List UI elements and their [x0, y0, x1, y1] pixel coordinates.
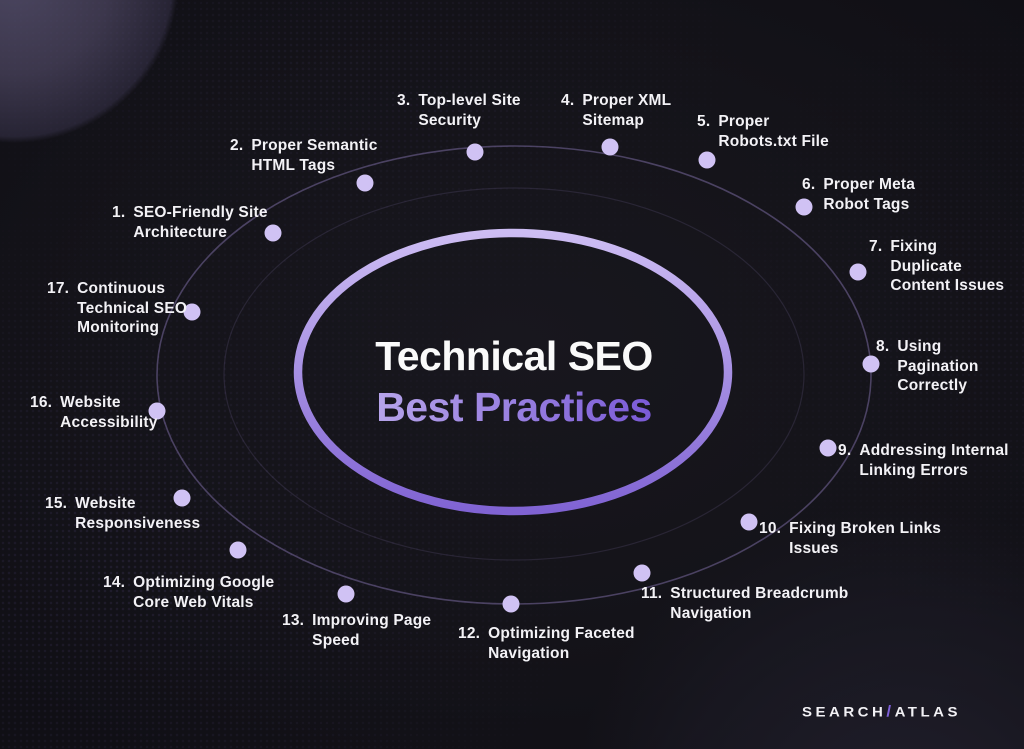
item-dot-7: [849, 263, 867, 281]
item-dot-5: [698, 151, 716, 169]
item-4-text: Proper XML Sitemap: [582, 92, 672, 129]
item-3-text: Top-level Site Security: [418, 92, 521, 129]
item-11-text: Structured Breadcrumb Navigation: [670, 585, 849, 622]
item-label-12: 12. Optimizing Faceted Navigation: [458, 624, 635, 663]
item-label-6: 6. Proper Meta Robot Tags: [802, 175, 915, 214]
item-9-number: 9.: [838, 442, 852, 459]
item-17-number: 17.: [47, 280, 70, 297]
item-2-text: Proper Semantic HTML Tags: [251, 137, 378, 174]
logo-slash-icon: /: [886, 702, 895, 721]
item-5-number: 5.: [697, 113, 711, 130]
logo-atlas-text: ATLAS: [894, 704, 961, 721]
logo-search-text: SEARCH: [802, 704, 887, 721]
item-5-text: Proper Robots.txt File: [718, 113, 829, 150]
item-11-number: 11.: [641, 585, 663, 602]
item-10-text: Fixing Broken Links Issues: [789, 520, 942, 557]
item-label-9: 9. Addressing Internal Linking Errors: [838, 441, 1009, 480]
item-label-4: 4. Proper XML Sitemap: [561, 91, 671, 130]
searchatlas-logo: SEARCH/ATLAS: [802, 703, 961, 721]
item-6-number: 6.: [802, 176, 816, 193]
item-dot-17: [183, 303, 201, 321]
item-dot-8: [862, 355, 880, 373]
item-10-number: 10.: [759, 520, 782, 537]
item-13-number: 13.: [282, 612, 305, 629]
item-label-16: 16. Website Accessibility: [30, 393, 158, 432]
item-3-number: 3.: [397, 92, 411, 109]
item-label-15: 15. Website Responsiveness: [45, 494, 200, 533]
item-dot-14: [229, 541, 247, 559]
item-dot-3: [466, 143, 484, 161]
item-8-text: Using Pagination Correctly: [897, 338, 979, 394]
middle-ring: [223, 187, 805, 561]
item-dot-12: [502, 595, 520, 613]
item-label-7: 7. Fixing Duplicate Content Issues: [869, 237, 1004, 296]
item-dot-2: [356, 174, 374, 192]
item-1-text: SEO-Friendly Site Architecture: [133, 204, 268, 241]
item-label-2: 2. Proper Semantic HTML Tags: [230, 136, 378, 175]
item-label-11: 11. Structured Breadcrumb Navigation: [641, 584, 848, 623]
diagram-title: Technical SEO Best Practices: [375, 331, 653, 433]
item-label-17: 17. Continuous Technical SEO Monitoring: [47, 279, 187, 338]
item-13-text: Improving Page Speed: [312, 612, 432, 649]
item-6-text: Proper Meta Robot Tags: [823, 176, 916, 213]
item-dot-1: [264, 224, 282, 242]
item-16-number: 16.: [30, 394, 53, 411]
item-label-1: 1. SEO-Friendly Site Architecture: [112, 203, 268, 242]
item-16-text: Website Accessibility: [60, 394, 158, 431]
item-label-3: 3. Top-level Site Security: [397, 91, 521, 130]
item-2-number: 2.: [230, 137, 244, 154]
item-8-number: 8.: [876, 338, 890, 355]
item-dot-9: [819, 439, 837, 457]
item-17-text: Continuous Technical SEO Monitoring: [77, 280, 188, 336]
item-dots: [148, 138, 880, 613]
item-label-5: 5. Proper Robots.txt File: [697, 112, 829, 151]
item-label-14: 14. Optimizing Google Core Web Vitals: [103, 573, 274, 612]
item-7-text: Fixing Duplicate Content Issues: [890, 238, 1005, 294]
item-dot-6: [795, 198, 813, 216]
item-14-number: 14.: [103, 574, 126, 591]
item-9-text: Addressing Internal Linking Errors: [859, 442, 1009, 479]
item-15-number: 15.: [45, 495, 68, 512]
inner-ellipse: [293, 228, 733, 516]
item-1-number: 1.: [112, 204, 126, 221]
item-dot-15: [173, 489, 191, 507]
item-7-number: 7.: [869, 238, 883, 255]
item-label-8: 8. Using Pagination Correctly: [876, 337, 979, 396]
item-12-text: Optimizing Faceted Navigation: [488, 625, 635, 662]
item-15-text: Website Responsiveness: [75, 495, 201, 532]
item-dot-4: [601, 138, 619, 156]
item-dot-10: [740, 513, 758, 531]
item-label-10: 10. Fixing Broken Links Issues: [759, 519, 941, 558]
item-dot-16: [148, 402, 166, 420]
item-12-number: 12.: [458, 625, 481, 642]
item-label-13: 13. Improving Page Speed: [282, 611, 431, 650]
item-dot-11: [633, 564, 651, 582]
title-line2: Best Practices: [375, 382, 653, 433]
item-4-number: 4.: [561, 92, 575, 109]
item-14-text: Optimizing Google Core Web Vitals: [133, 574, 275, 611]
title-line1: Technical SEO: [375, 333, 653, 379]
item-dot-13: [337, 585, 355, 603]
